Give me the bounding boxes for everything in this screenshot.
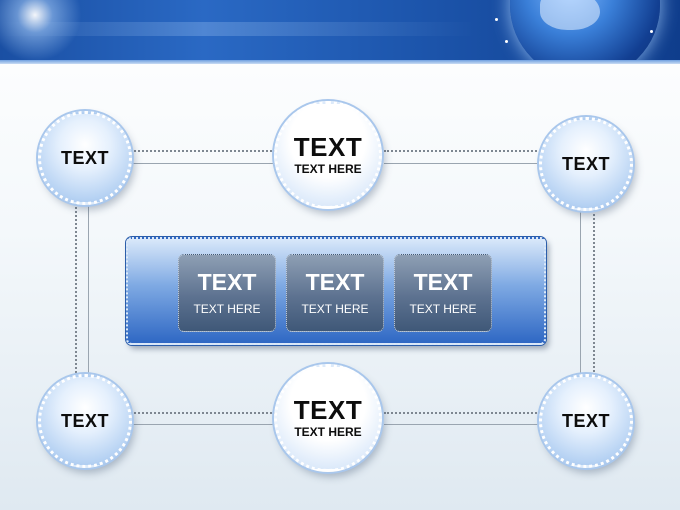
- globe-icon: [510, 0, 660, 60]
- tile-sublabel: TEXT HERE: [193, 302, 261, 316]
- panel-tile: TEXT TEXT HERE: [394, 254, 492, 332]
- banner-divider: [0, 60, 680, 64]
- light-flare: [0, 0, 90, 60]
- panel-tile: TEXT TEXT HERE: [286, 254, 384, 332]
- center-panel: TEXT TEXT HERE TEXT TEXT HERE TEXT TEXT …: [126, 237, 546, 345]
- node-bottom-center: TEXT TEXT HERE: [274, 364, 382, 472]
- light-streak: [0, 22, 680, 36]
- sparkle-icon: [505, 40, 508, 43]
- node-top-left: TEXT: [38, 111, 132, 205]
- connector-bottom-right: [384, 412, 544, 414]
- node-top-center: TEXT TEXT HERE: [274, 101, 382, 209]
- tile-sublabel: TEXT HERE: [409, 302, 477, 316]
- connector-top-right-inner: [384, 163, 544, 164]
- node-label: TEXT: [561, 410, 610, 431]
- connector-top-left: [130, 150, 280, 152]
- tile-label: TEXT: [197, 269, 257, 295]
- node-label: TEXT: [293, 132, 363, 162]
- node-bottom-left: TEXT: [38, 374, 132, 468]
- connector-top-left-inner: [130, 163, 280, 164]
- header-banner: [0, 0, 680, 60]
- tile-label: TEXT: [305, 269, 365, 295]
- sparkle-icon: [650, 30, 653, 33]
- node-sublabel: TEXT HERE: [294, 425, 362, 439]
- node-label: TEXT: [60, 147, 109, 168]
- node-bottom-right: TEXT: [539, 374, 633, 468]
- connector-top-right: [384, 150, 544, 152]
- connector-right-inner: [580, 205, 581, 380]
- connector-bottom-left-inner: [130, 424, 280, 425]
- connector-right: [593, 205, 595, 380]
- node-label: TEXT: [561, 153, 610, 174]
- tile-sublabel: TEXT HERE: [301, 302, 369, 316]
- connector-bottom-right-inner: [384, 424, 544, 425]
- panel-tile: TEXT TEXT HERE: [178, 254, 276, 332]
- connector-bottom-left: [130, 412, 280, 414]
- tile-label: TEXT: [413, 269, 473, 295]
- node-label: TEXT: [293, 395, 363, 425]
- connector-left: [75, 196, 77, 380]
- node-sublabel: TEXT HERE: [294, 162, 362, 176]
- connector-left-inner: [88, 196, 89, 380]
- node-top-right: TEXT: [539, 117, 633, 211]
- node-label: TEXT: [60, 410, 109, 431]
- sparkle-icon: [495, 18, 498, 21]
